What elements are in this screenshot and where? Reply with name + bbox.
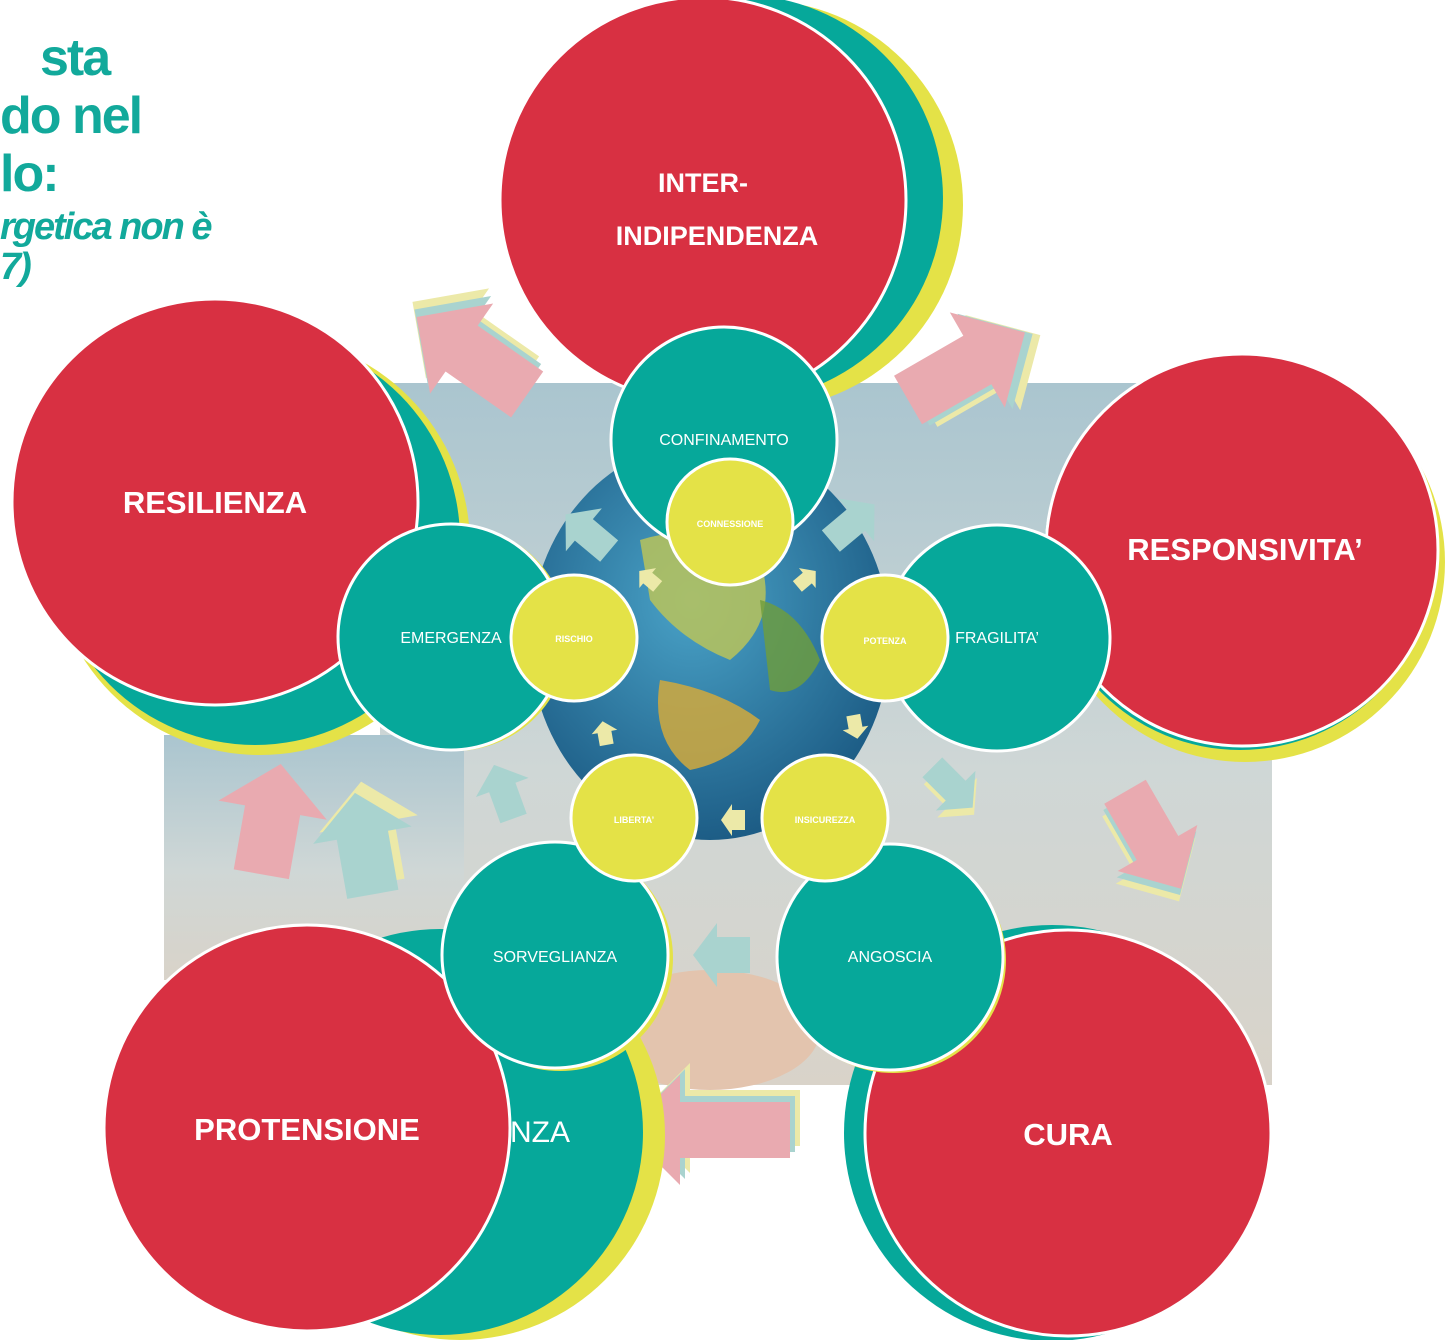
heading-line-4: rgetica non è	[0, 206, 212, 248]
heading-line-2: do nel	[0, 87, 143, 145]
heading-line-5: 7)	[0, 246, 32, 288]
middle-circle-bottom-left: SORVEGLIANZA	[440, 840, 673, 1071]
arrow-mid-5	[475, 764, 529, 824]
arrow-inner-2	[792, 568, 816, 592]
arrow-left-2	[313, 781, 418, 899]
middle-label-bottom-right: ANGOSCIA	[848, 949, 933, 966]
outer-label-behind: NZA	[510, 1116, 570, 1149]
inner-label-bottom-right: INSICUREZZA	[795, 815, 856, 825]
background-photo	[164, 383, 1272, 1090]
outer-label-top-1: INTER-	[658, 168, 748, 198]
inner-label-top: CONNESSIONE	[697, 519, 764, 529]
heading-line-1: sta	[40, 29, 111, 87]
globe-land-2	[658, 680, 760, 770]
inner-circle-bottom-left: LIBERTA’	[569, 753, 699, 883]
middle-label-right: FRAGILITA’	[955, 630, 1039, 647]
arrow-inner-3	[842, 713, 869, 739]
middle-circle-left: EMERGENZA	[336, 522, 568, 752]
arrow-inner-4	[721, 804, 745, 836]
middle-circle-bottom-right: ANGOSCIA	[775, 842, 1006, 1073]
arrow-mid-1	[565, 508, 619, 562]
outer-circle-top: INTER- INDIPENDENZA	[498, 0, 963, 410]
heading-line-3: lo:	[0, 145, 60, 203]
inner-circle-bottom-right: INSICUREZZA	[760, 753, 890, 883]
inner-circle-top: CONNESSIONE	[665, 457, 795, 587]
inner-label-bottom-left: LIBERTA’	[614, 815, 654, 825]
middle-label-top: CONFINAMENTO	[659, 432, 788, 449]
globe-land-3	[760, 600, 820, 692]
outer-circle-right: RESPONSIVITA’	[1044, 352, 1445, 762]
outer-label-top-2: INDIPENDENZA	[616, 221, 819, 251]
outer-label-right: RESPONSIVITA’	[1127, 532, 1362, 567]
arrow-left	[218, 763, 327, 880]
arrows	[218, 288, 1198, 1185]
arrow-mid-3	[922, 757, 977, 818]
arrow-top-right	[894, 312, 1041, 427]
middle-label-bottom-left: SORVEGLIANZA	[493, 949, 618, 966]
arrow-mid-4	[693, 923, 750, 987]
inner-circle-left: RISCHIO	[509, 573, 639, 703]
inner-label-left: RISCHIO	[555, 634, 593, 644]
arrow-mid-2	[821, 498, 875, 552]
arrow-right	[1102, 779, 1198, 902]
outer-label-left: RESILIENZA	[123, 485, 307, 520]
arrow-top-left	[412, 288, 544, 418]
arrow-bottom	[625, 1063, 800, 1185]
arrow-inner-5	[591, 721, 618, 747]
outer-label-bottom-right: CURA	[1023, 1117, 1113, 1152]
inner-label-right: POTENZA	[863, 636, 907, 646]
middle-label-left: EMERGENZA	[400, 630, 502, 647]
outer-label-bottom-left: PROTENSIONE	[194, 1112, 420, 1147]
arrow-inner-1	[639, 568, 663, 592]
inner-circle-right: POTENZA	[820, 573, 950, 703]
